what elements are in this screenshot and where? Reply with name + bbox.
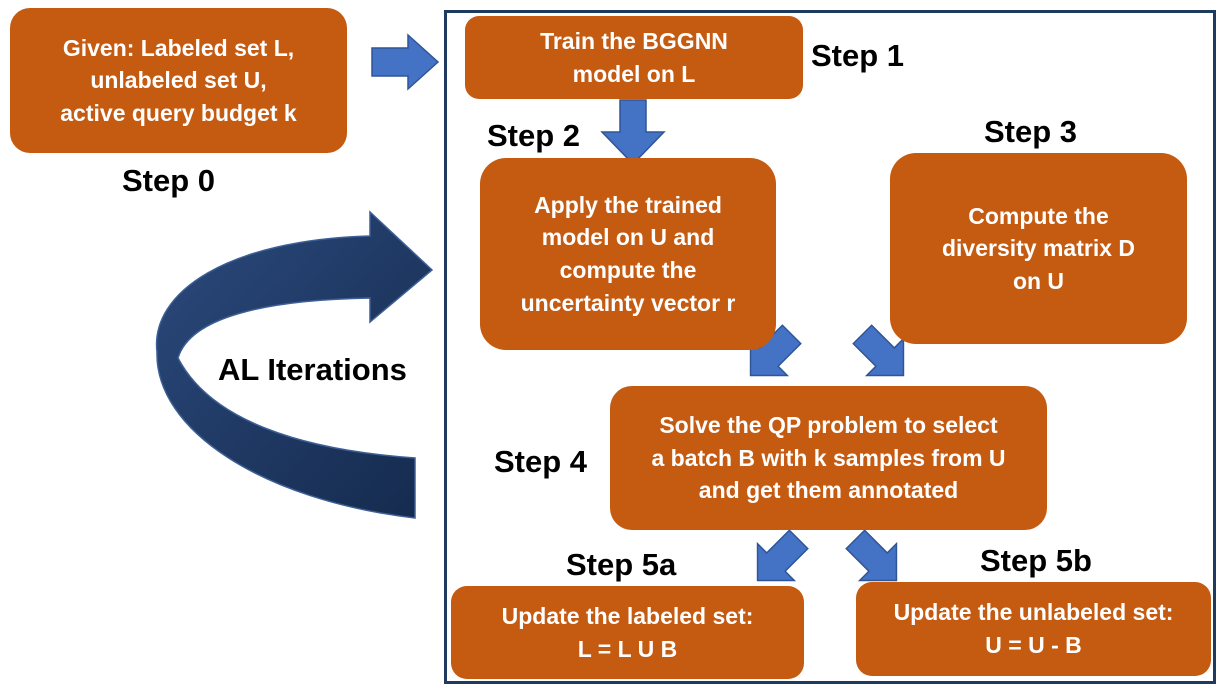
step3-box: Compute the diversity matrix D on U [890, 153, 1187, 344]
step2-line-3: compute the [559, 257, 697, 283]
step2-line-1: Apply the trained [534, 191, 722, 218]
step3-line-2: diversity matrix D [941, 235, 1136, 262]
step2-line-4: uncertainty vector r [520, 289, 736, 316]
step5a-line-1: Update the labeled set: [501, 602, 754, 629]
step1-line-2: model on L [572, 60, 696, 87]
step0-line-2: unlabeled set U, [90, 67, 267, 94]
step4-line-2: a batch B with k samples from U [651, 444, 1006, 471]
step1-line-1: Train the BGGNN [540, 27, 728, 54]
arrow-step0-to-step1-icon [371, 33, 440, 91]
step0-line-3: active query budget k [60, 99, 297, 126]
step0-box: Given: Labeled set L, unlabeled set U, a… [10, 8, 347, 153]
step5a-box: Update the labeled set: L = L U B [451, 586, 804, 679]
step2-line-2: model on U and [541, 224, 715, 251]
step5a-line-2: L = L U B [577, 635, 678, 662]
step2-box: Apply the trained model on U and compute… [480, 158, 776, 350]
step4-line-3: and get them annotated [698, 477, 959, 504]
step3-label: Step 3 [984, 114, 1078, 149]
al-iterations-label: AL Iterations [218, 352, 407, 387]
step4-box: Solve the QP problem to select a batch B… [610, 386, 1047, 530]
step5a-label: Step 5a [566, 547, 677, 582]
step3-line-1: Compute the [968, 202, 1109, 229]
step4-label: Step 4 [494, 444, 588, 479]
step3-line-3: on U [1012, 267, 1065, 294]
step1-label: Step 1 [811, 38, 905, 73]
arrow-step3-to-step4-icon [852, 324, 905, 377]
arrow-step1-to-step2-icon [600, 99, 666, 166]
step0-line-1: Given: Labeled set L, [62, 34, 295, 61]
step5b-label: Step 5b [980, 543, 1092, 578]
step5b-box: Update the unlabeled set: U = U - B [856, 582, 1211, 676]
step4-line-1: Solve the QP problem to select [659, 412, 998, 439]
step1-box: Train the BGGNN model on L [465, 16, 803, 99]
step5b-line-1: Update the unlabeled set: [893, 599, 1174, 626]
step5b-line-2: U = U - B [985, 632, 1082, 658]
step2-label: Step 2 [487, 118, 581, 153]
iteration-frame [444, 10, 1216, 684]
loop-arrow-icon [155, 210, 434, 519]
arrow-step4-to-step5b-icon [845, 529, 898, 582]
step0-label: Step 0 [122, 163, 216, 198]
arrow-step4-to-step5a-icon [756, 529, 809, 582]
